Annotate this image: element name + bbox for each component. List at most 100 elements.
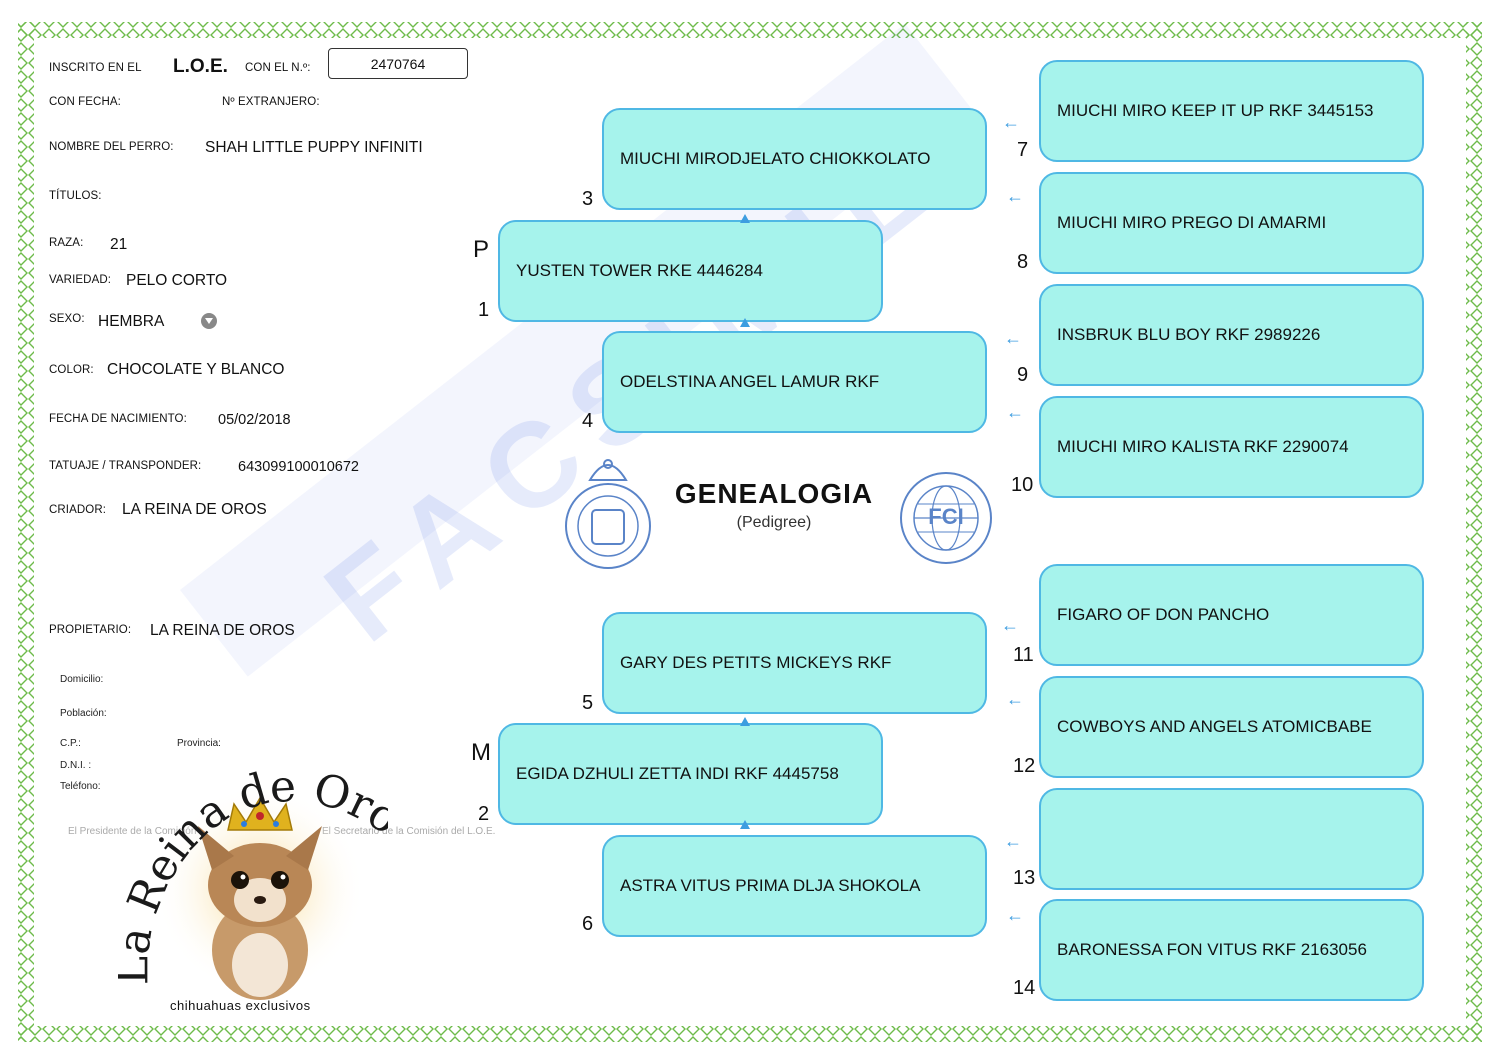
ancestor-number-9: 9 (1017, 364, 1029, 386)
inscrito-label: INSCRITO EN EL (49, 62, 142, 74)
ancestor-number-10: 10 (1011, 474, 1034, 496)
secretario-signature-label: El Secretario de la Comisión del L.O.E. (322, 826, 496, 837)
connector-up-icon (740, 717, 750, 726)
fci-seal-text: FCI (928, 504, 964, 529)
ancestor-number-8: 8 (1017, 251, 1029, 273)
arrow-left-icon: ← (1004, 831, 1022, 851)
father-label: P (473, 236, 490, 263)
ancestor-box-12[interactable]: COWBOYS AND ANGELS ATOMICBABE (1039, 676, 1424, 778)
ancestor-box-13[interactable] (1039, 788, 1424, 890)
dog-name: SHAH LITTLE PUPPY INFINITI (205, 139, 423, 156)
nacimiento-label: FECHA DE NACIMIENTO: (49, 413, 187, 425)
ancestor-number-3: 3 (582, 188, 594, 210)
loe-label: L.O.E. (173, 56, 228, 77)
fci-seal: FCI (898, 470, 994, 566)
ancestor-box-11[interactable]: FIGARO OF DON PANCHO (1039, 564, 1424, 666)
ancestor-box-9[interactable]: INSBRUK BLU BOY RKF 2989226 (1039, 284, 1424, 386)
nombre-label: NOMBRE DEL PERRO: (49, 141, 174, 153)
tatuaje-label: TATUAJE / TRANSPONDER: (49, 460, 202, 472)
ancestor-number-2: 2 (478, 803, 490, 825)
telefono-label: Teléfono: (60, 781, 101, 792)
connector-up-icon (740, 318, 750, 327)
provincia-label: Provincia: (177, 738, 221, 749)
nacimiento-value: 05/02/2018 (218, 412, 291, 428)
arrow-left-icon: ← (1006, 186, 1024, 206)
raza-value: 21 (110, 236, 128, 253)
ancestor-number-14: 14 (1013, 977, 1036, 999)
ancestor-number-13: 13 (1013, 867, 1036, 889)
page-subtitle: (Pedigree) (736, 514, 812, 531)
ancestor-name: MIUCHI MIRO KEEP IT UP RKF 3445153 (1057, 101, 1374, 120)
ancestor-name: INSBRUK BLU BOY RKF 2989226 (1057, 325, 1321, 344)
ancestor-name: EGIDA DZHULI ZETTA INDI RKF 4445758 (516, 764, 839, 783)
sexo-label: SEXO: (49, 313, 85, 325)
connector-up-icon (740, 214, 750, 223)
mother-label: M (471, 739, 491, 766)
rsce-seal-icon (565, 459, 651, 569)
arrow-left-icon: ← (1006, 402, 1024, 422)
kennel-logo-curved-text: La Reina de Oros (107, 720, 408, 985)
propietario-value: LA REINA DE OROS (150, 622, 295, 639)
raza-label: RAZA: (49, 237, 84, 249)
ancestor-box-4[interactable]: ODELSTINA ANGEL LAMUR RKF (602, 331, 987, 433)
ancestor-number-5: 5 (582, 692, 594, 714)
criador-label: CRIADOR: (49, 504, 107, 516)
ancestor-name: COWBOYS AND ANGELS ATOMICBABE (1057, 717, 1372, 736)
presidente-signature-label: El Presidente de la Comisión (68, 826, 197, 837)
fci-globe-icon (900, 472, 992, 564)
ancestor-box-8[interactable]: MIUCHI MIRO PREGO DI AMARMI (1039, 172, 1424, 274)
cp-label: C.P.: (60, 738, 81, 749)
variedad-value: PELO CORTO (126, 272, 228, 289)
ancestor-name: FIGARO OF DON PANCHO (1057, 605, 1270, 624)
ancestor-box-3[interactable]: MIUCHI MIRODJELATO CHIOKKOLATO (602, 108, 987, 210)
ancestor-box-14[interactable]: BARONESSA FON VITUS RKF 2163056 (1039, 899, 1424, 1001)
ancestor-name: MIUCHI MIRO PREGO DI AMARMI (1057, 213, 1327, 232)
ancestor-name: BARONESSA FON VITUS RKF 2163056 (1057, 940, 1367, 959)
ancestor-box-1[interactable]: YUSTEN TOWER RKE 4446284 (498, 220, 883, 322)
ancestor-number-1: 1 (478, 299, 490, 321)
kennel-logo: La Reina de Oros chihuahuas exclusivos (107, 720, 408, 1020)
svg-text:La Reina de Oros: La Reina de Oros (118, 760, 388, 985)
kennel-logo-art (155, 785, 365, 1000)
tatuaje-value: 643099100010672 (238, 459, 359, 475)
domicilio-label: Domicilio: (60, 674, 104, 685)
sexo-value: HEMBRA (98, 313, 165, 330)
fecha-label: CON FECHA: (49, 96, 121, 108)
color-value: CHOCOLATE Y BLANCO (107, 361, 285, 378)
ancestor-box-10[interactable]: MIUCHI MIRO KALISTA RKF 2290074 (1039, 396, 1424, 498)
ancestor-box-7[interactable]: MIUCHI MIRO KEEP IT UP RKF 3445153 (1039, 60, 1424, 162)
variedad-label: VARIEDAD: (49, 274, 112, 286)
ancestor-number-7: 7 (1017, 139, 1029, 161)
ancestor-box-2[interactable]: EGIDA DZHULI ZETTA INDI RKF 4445758 (498, 723, 883, 825)
sexo-dropdown-icon[interactable] (201, 313, 217, 329)
propietario-label: PROPIETARIO: (49, 624, 132, 636)
con-numero-label: CON EL N.º: (245, 62, 311, 74)
connector-up-icon (740, 820, 750, 829)
ancestor-name: ODELSTINA ANGEL LAMUR RKF (620, 372, 880, 391)
titulos-label: TÍTULOS: (49, 190, 102, 202)
ancestor-number-12: 12 (1013, 755, 1036, 777)
extranjero-label: Nº EXTRANJERO: (222, 96, 320, 108)
dni-label: D.N.I. : (60, 760, 92, 771)
ancestor-number-11: 11 (1013, 644, 1034, 666)
ancestor-box-6[interactable]: ASTRA VITUS PRIMA DLJA SHOKOLA (602, 835, 987, 937)
ancestor-number-6: 6 (582, 913, 594, 935)
arrow-left-icon: ← (1002, 112, 1020, 132)
kennel-logo-name: La Reina de Oros (107, 720, 408, 1000)
ancestor-name: YUSTEN TOWER RKE 4446284 (516, 261, 763, 280)
criador-value: LA REINA DE OROS (122, 501, 267, 518)
color-label: COLOR: (49, 364, 94, 376)
rsce-seal (560, 452, 656, 570)
ancestor-name: MIUCHI MIRO KALISTA RKF 2290074 (1057, 437, 1349, 456)
ancestor-name: ASTRA VITUS PRIMA DLJA SHOKOLA (620, 876, 921, 895)
page-title: GENEALOGIA (674, 478, 874, 509)
registration-number-field[interactable]: 2470764 (328, 48, 468, 79)
ancestor-name: GARY DES PETITS MICKEYS RKF (620, 653, 892, 672)
poblacion-label: Población: (60, 708, 107, 719)
ancestor-box-5[interactable]: GARY DES PETITS MICKEYS RKF (602, 612, 987, 714)
arrow-left-icon: ← (1006, 689, 1024, 709)
registration-number: 2470764 (370, 55, 426, 72)
ancestor-name: MIUCHI MIRODJELATO CHIOKKOLATO (620, 149, 931, 168)
arrow-left-icon: ← (1004, 328, 1022, 348)
